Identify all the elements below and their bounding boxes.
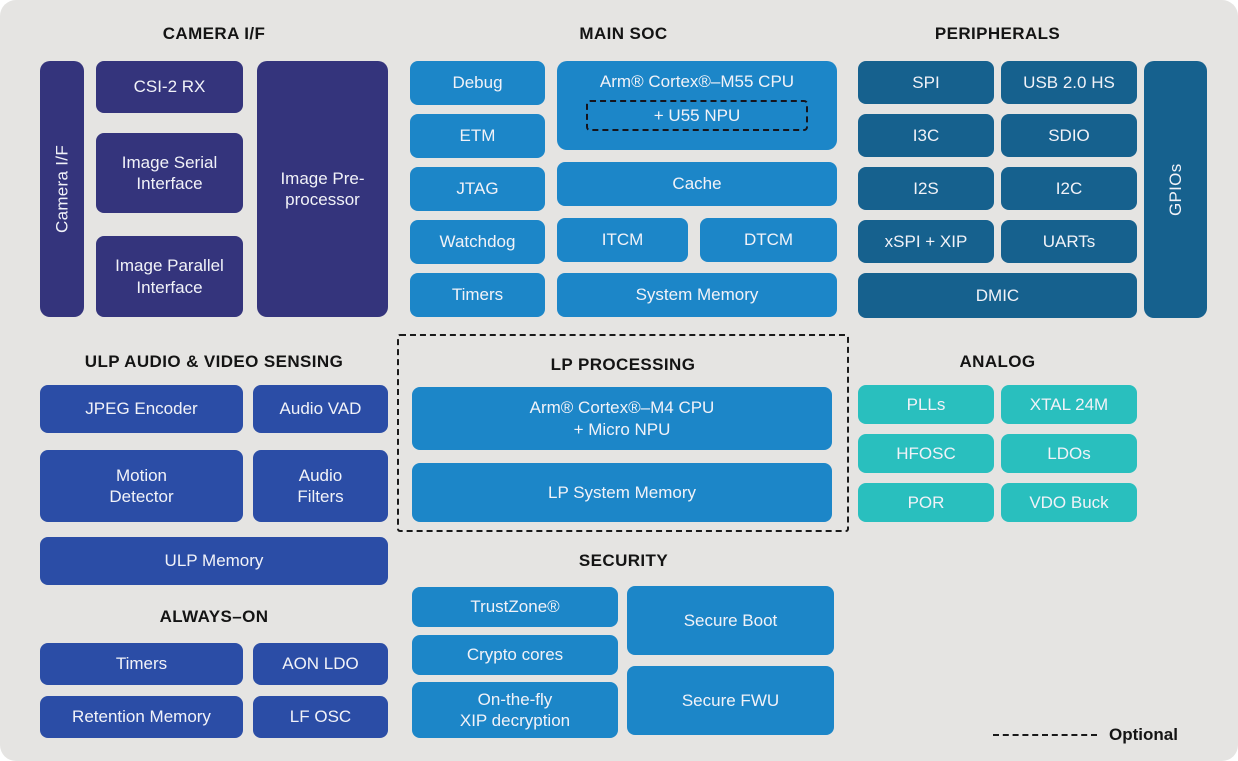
block-vdo-buck: VDO Buck [1001,483,1137,522]
legend-optional: Optional [993,723,1178,747]
block-trustzone: TrustZone® [412,587,618,627]
block-system-memory: System Memory [557,273,837,317]
block-xspi-xip: xSPI + XIP [858,220,994,263]
section-title-ulp-audio-video: ULP AUDIO & VIDEO SENSING [84,352,344,371]
cortex-m55-label: Arm® Cortex®–M55 CPU [599,72,795,91]
block-usb-2-0-hs: USB 2.0 HS [1001,61,1137,104]
block-ulp-memory: ULP Memory [40,537,388,585]
block-image-serial-interface: Image Serial Interface [96,133,243,213]
block-audio-vad: Audio VAD [253,385,388,433]
block-i2s: I2S [858,167,994,210]
section-title-always-on: ALWAYS–ON [159,607,269,626]
block-debug: Debug [410,61,545,105]
section-title-camera-if: CAMERA I/F [162,24,266,43]
section-title-analog: ANALOG [959,352,1036,371]
block-por: POR [858,483,994,522]
block-lf-osc: LF OSC [253,696,388,738]
block-i2c: I2C [1001,167,1137,210]
block-sdio: SDIO [1001,114,1137,157]
block-cache: Cache [557,162,837,206]
block-gpios-bar: GPIOs [1144,61,1207,318]
block-motion-detector: Motion Detector [40,450,243,522]
lp-processing-optional-group: LP PROCESSING Arm® Cortex®–M4 CPU + Micr… [397,334,849,532]
block-lp-system-memory: LP System Memory [412,463,832,522]
block-secure-fwu: Secure FWU [627,666,834,735]
block-spi: SPI [858,61,994,104]
dashed-line-icon [993,734,1097,736]
block-image-preprocessor: Image Pre- processor [257,61,388,317]
block-dmic: DMIC [858,273,1137,318]
section-title-peripherals: PERIPHERALS [934,24,1061,43]
block-uarts: UARTs [1001,220,1137,263]
section-title-lp-processing: LP PROCESSING [550,355,696,374]
section-title-security: SECURITY [578,551,669,570]
block-timers-aon: Timers [40,643,243,685]
block-aon-ldo: AON LDO [253,643,388,685]
block-retention-memory: Retention Memory [40,696,243,738]
block-watchdog: Watchdog [410,220,545,264]
block-dtcm: DTCM [700,218,837,262]
block-csi2-rx: CSI-2 RX [96,61,243,113]
block-audio-filters: Audio Filters [253,450,388,522]
block-etm: ETM [410,114,545,158]
section-title-main-soc: MAIN SOC [579,24,668,43]
block-cortex-m4-cpu: Arm® Cortex®–M4 CPU + Micro NPU [412,387,832,450]
u55-npu-optional-box: + U55 NPU [586,100,808,132]
block-ldos: LDOs [1001,434,1137,473]
block-xtal-24m: XTAL 24M [1001,385,1137,424]
legend-optional-label: Optional [1109,725,1178,744]
block-timers-main: Timers [410,273,545,317]
block-image-parallel-interface: Image Parallel Interface [96,236,243,317]
block-itcm: ITCM [557,218,688,262]
block-camera-if-bar: Camera I/F [40,61,84,317]
block-hfosc: HFOSC [858,434,994,473]
block-otf-xip-decryption: On-the-fly XIP decryption [412,682,618,738]
block-jtag: JTAG [410,167,545,211]
u55-npu-label: + U55 NPU [653,106,741,126]
block-plls: PLLs [858,385,994,424]
block-cortex-m55-cpu: Arm® Cortex®–M55 CPU + U55 NPU [557,61,837,150]
block-jpeg-encoder: JPEG Encoder [40,385,243,433]
block-crypto-cores: Crypto cores [412,635,618,675]
block-i3c: I3C [858,114,994,157]
block-secure-boot: Secure Boot [627,586,834,655]
